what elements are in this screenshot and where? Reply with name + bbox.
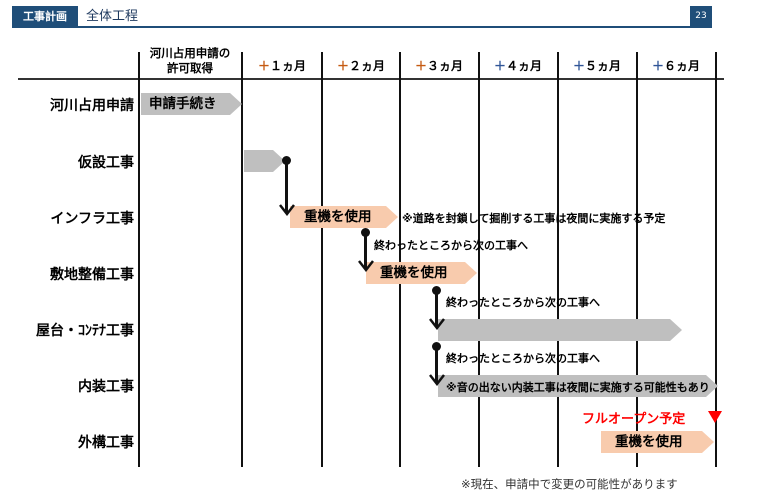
milestone-triangle-icon: [708, 411, 722, 423]
bar-exterior: 重機を使用: [601, 431, 714, 453]
row-label: インフラ工事: [50, 211, 134, 227]
grid-line: [478, 52, 480, 467]
month-label: ２ヵ月: [349, 59, 386, 73]
plus-sign: ＋: [651, 59, 664, 73]
grid-line: [399, 52, 401, 467]
down-arrow: [285, 160, 288, 212]
note-next: 終わったところから次の工事へ: [446, 352, 600, 365]
bar-stalls-containers: [438, 319, 682, 341]
column-header-month-2: ＋２ヵ月: [322, 58, 400, 74]
plus-sign: ＋: [493, 59, 506, 73]
column-header-month-4: ＋４ヵ月: [479, 58, 557, 74]
column-header-month-1: ＋１ヵ月: [243, 58, 321, 74]
note-next: 終わったところから次の工事へ: [446, 296, 600, 309]
header-divider: [18, 78, 724, 80]
section-tag: 工事計画: [12, 6, 78, 27]
down-arrow: [435, 290, 438, 326]
bar-infra: 重機を使用: [290, 206, 398, 228]
plus-sign: ＋: [257, 59, 270, 73]
month-label: １ヵ月: [270, 59, 307, 73]
column-header-month-5: ＋５ヵ月: [558, 58, 636, 74]
row-label: 敷地整備工事: [50, 267, 134, 283]
grid-line: [321, 52, 323, 467]
grid-line: [715, 52, 717, 467]
row-label: 仮設工事: [78, 155, 134, 171]
bar-temporary-works: [244, 150, 285, 172]
column-header-month-6: ＋６ヵ月: [637, 58, 715, 74]
plus-sign: ＋: [414, 59, 427, 73]
row-label: 内装工事: [78, 379, 134, 395]
arrow-head-icon: [429, 318, 445, 330]
column-header-line: 許可取得: [167, 61, 213, 75]
grid-line: [636, 52, 638, 467]
footnote: ※現在、申請中で変更の可能性があります: [461, 477, 678, 491]
grid-line: [138, 52, 140, 467]
bar-application: 申請手続き: [141, 93, 242, 115]
month-label: ５ヵ月: [585, 59, 622, 73]
month-label: ６ヵ月: [664, 59, 701, 73]
arrow-head-icon: [358, 260, 374, 272]
header-underline: [12, 26, 712, 28]
arrow-head-icon: [279, 204, 295, 216]
note-infra: ※道路を封鎖して掘削する工事は夜間に実施する予定: [402, 212, 666, 225]
row-label: 屋台・ｺﾝﾃﾅ工事: [36, 323, 134, 339]
month-label: ３ヵ月: [427, 59, 464, 73]
note-next: 終わったところから次の工事へ: [374, 239, 528, 252]
page-title: 全体工程: [86, 9, 139, 24]
grid-line: [241, 52, 243, 467]
month-label: ４ヵ月: [506, 59, 543, 73]
milestone-label: フルオープン予定: [582, 412, 686, 427]
column-header-month-3: ＋３ヵ月: [400, 58, 478, 74]
row-label: 河川占用申請: [50, 98, 134, 114]
down-arrow: [435, 346, 438, 382]
bar-site: 重機を使用: [366, 262, 477, 284]
down-arrow: [364, 232, 367, 268]
grid-line: [557, 52, 559, 467]
bar-interior: [438, 375, 718, 397]
column-header-permit: 河川占用申請の 許可取得: [140, 46, 240, 76]
arrow-head-icon: [429, 374, 445, 386]
note-interior: ※音の出ない内装工事は夜間に実施する可能性もあり: [446, 381, 710, 394]
plus-sign: ＋: [336, 59, 349, 73]
page-number: 23: [690, 6, 712, 27]
plus-sign: ＋: [572, 59, 585, 73]
row-label: 外構工事: [78, 435, 134, 451]
column-header-line: 河川占用申請の: [149, 46, 231, 60]
